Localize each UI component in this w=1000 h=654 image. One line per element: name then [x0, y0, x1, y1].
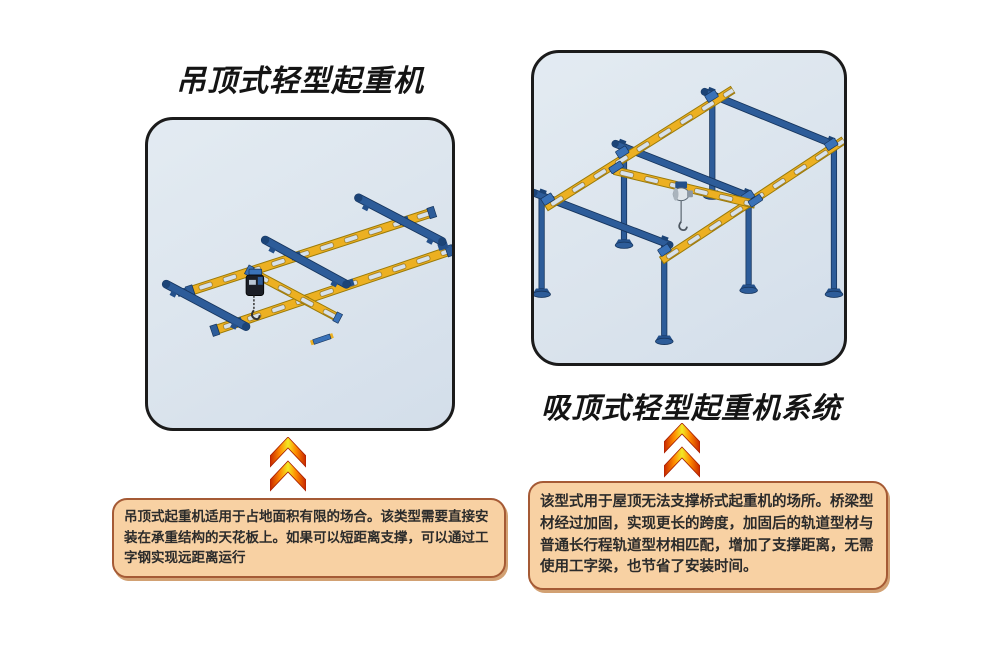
- floor-crane-image: [531, 50, 847, 366]
- left-description-box: 吊顶式起重机适用于占地面积有限的场合。该类型需要直接安装在承重结构的天花板上。如…: [112, 498, 506, 578]
- right-title: 吸顶式轻型起重机系统: [540, 393, 841, 425]
- left-description: 吊顶式起重机适用于占地面积有限的场合。该类型需要直接安装在承重结构的天花板上。如…: [124, 509, 489, 566]
- ceiling-crane-image: [145, 117, 455, 431]
- ceiling-crane-illustration: [161, 193, 452, 346]
- right-description: 该型式用于屋顶无法支撑桥式起重机的场所。桥梁型材经过加固，实现更长的跨度，加固后…: [540, 494, 874, 576]
- up-arrow-icon: [269, 436, 307, 500]
- crane-legs: [534, 91, 844, 345]
- floor-crane-illustration: [534, 85, 844, 345]
- up-arrow-icon: [663, 422, 701, 486]
- right-description-box: 该型式用于屋顶无法支撑桥式起重机的场所。桥梁型材经过加固，实现更长的跨度，加固后…: [528, 481, 888, 590]
- left-title: 吊顶式轻型起重机: [176, 65, 424, 98]
